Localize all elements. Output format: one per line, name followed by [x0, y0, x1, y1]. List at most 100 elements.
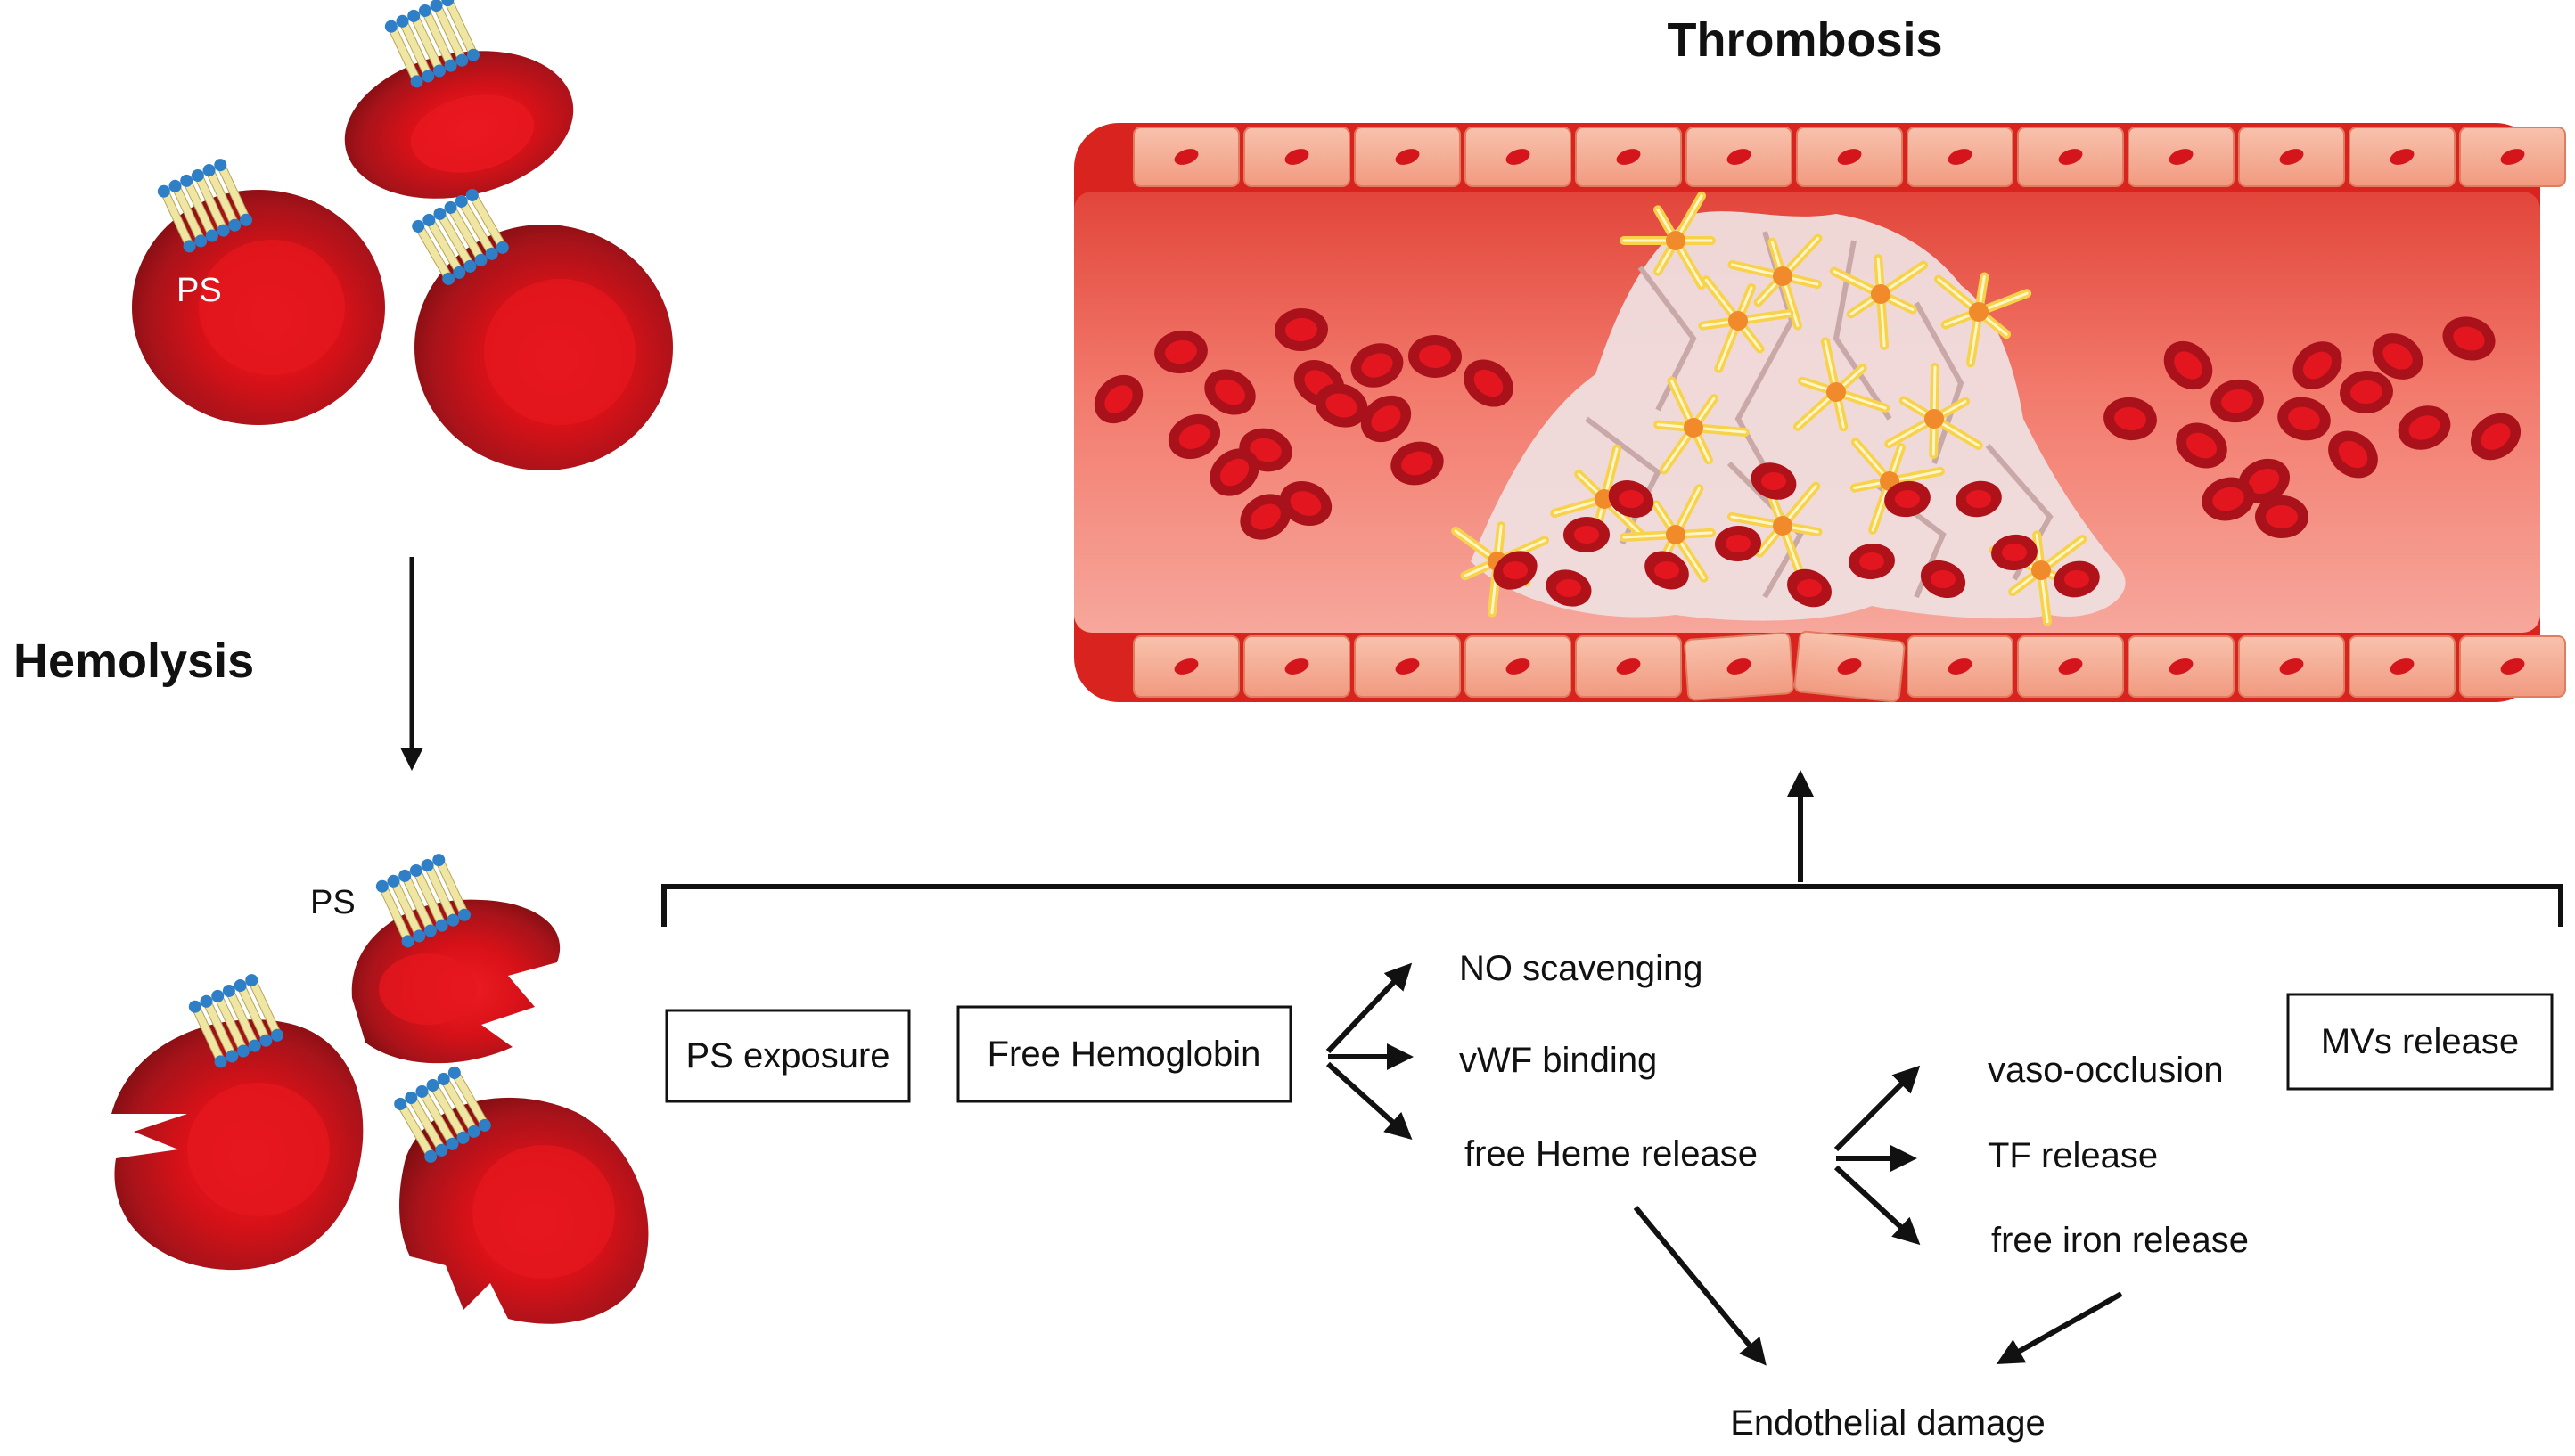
free-iron-release-label: free iron release: [1991, 1221, 2249, 1260]
vessel-rbc: [2398, 405, 2451, 450]
vessel-rbc: [1350, 343, 1404, 388]
activated-platelet: [1933, 272, 2032, 368]
vessel-rbc: [1275, 307, 1328, 352]
vessel-rbc: [1464, 359, 1513, 407]
phospholipid-membrane-icon: [375, 854, 471, 948]
endothelial-cell: [1464, 127, 1571, 187]
phospholipid-membrane-icon: [188, 974, 283, 1068]
activated-platelet: [1620, 484, 1716, 583]
endothelial-cell: [2238, 127, 2345, 187]
trapped-rbc: [1920, 560, 1966, 599]
activated-platelet: [1698, 275, 1794, 373]
hemolysis-title: Hemolysis: [13, 634, 254, 688]
endothelial-cell: [1464, 635, 1571, 698]
vessel-rbc: [2176, 422, 2227, 469]
mvs-release-label: MVs release: [2321, 1022, 2519, 1061]
vessel-rbc: [1279, 480, 1333, 527]
rbc-intact-left: [132, 190, 385, 425]
vessel-rbc: [1154, 330, 1208, 374]
endothelial-cell: [1684, 632, 1794, 701]
rbc-damaged-right: [399, 1097, 649, 1324]
mechanisms-bracket: [661, 884, 2563, 927]
trapped-rbc: [1751, 462, 1797, 500]
vessel-rbc: [1094, 374, 1144, 424]
endothelial-cell: [2017, 127, 2124, 187]
vessel-rbc: [2163, 340, 2213, 390]
endothelial-cell: [2017, 635, 2124, 698]
vwf-binding-label: vWF binding: [1459, 1041, 1657, 1080]
ps-label-top: PS: [176, 272, 222, 309]
no-scavenging-label: NO scavenging: [1459, 949, 1702, 988]
activated-platelet: [1653, 376, 1750, 475]
vessel-rbc: [1360, 395, 1412, 443]
phospholipid-membrane-icon: [157, 159, 252, 253]
endothelial-cell: [2459, 127, 2566, 187]
vessel-rbc: [1168, 413, 1221, 460]
trapped-rbc: [1991, 534, 2038, 571]
rbc-intact-top: [344, 51, 574, 199]
endothelial-cell: [1575, 127, 1682, 187]
free-hemoglobin-label: Free Hemoglobin: [988, 1035, 1261, 1074]
vessel-rbc: [2210, 379, 2264, 423]
endothelial-damage-label: Endothelial damage: [1730, 1403, 2046, 1443]
endothelial-cell: [2349, 127, 2456, 187]
vessel-rbc: [2202, 477, 2255, 521]
endothelial-cell: [1907, 127, 2013, 187]
thrombosis-title: Thrombosis: [1667, 13, 1942, 67]
rbc-intact-right: [414, 225, 673, 470]
vessel-rbc: [2328, 430, 2378, 479]
damaged-rbc-group: [111, 854, 649, 1324]
endothelial-cell: [2349, 635, 2456, 698]
blood-vessel: [1074, 123, 2566, 703]
phospholipid-membrane-icon: [412, 188, 509, 285]
tf-release-label: TF release: [1988, 1136, 2158, 1175]
vessel-rbc: [2255, 495, 2308, 539]
endothelial-cell: [1796, 127, 1903, 187]
endothelial-cell: [2459, 635, 2566, 698]
vessel-rbc: [1210, 448, 1259, 496]
trapped-rbc: [2054, 560, 2100, 598]
vessel-rbc: [2103, 397, 2157, 441]
thrombus-clot: [1451, 191, 2126, 626]
circulating-rbcs: [1094, 307, 2522, 540]
endothelial-cell: [1354, 127, 1461, 187]
endothelial-cell: [2128, 127, 2235, 187]
endothelial-cell: [1243, 127, 1350, 187]
free-hemoglobin-box: [956, 1005, 1292, 1103]
vessel-rbc: [1315, 383, 1368, 428]
vessel-rbc: [2470, 413, 2522, 461]
vessel-rbc: [2372, 333, 2423, 380]
trapped-rbc: [1608, 480, 1654, 518]
hemoglobin-arrows: [1325, 962, 1414, 1141]
free-heme-release-label: free Heme release: [1464, 1134, 1758, 1174]
vessel-rbc: [2277, 397, 2331, 441]
intact-rbc-group: [132, 0, 673, 470]
trapped-rbc: [1546, 569, 1592, 607]
trapped-rbc: [1884, 480, 1931, 518]
endothelial-cell: [1907, 635, 2013, 698]
phospholipid-membrane-icon: [384, 0, 480, 88]
vessel-rbc: [2442, 316, 2496, 361]
rbc-damaged-left: [111, 1019, 364, 1271]
endothelial-cell: [1354, 635, 1461, 698]
endothelial-cell: [1793, 630, 1906, 703]
vessel-rbc: [2340, 370, 2393, 414]
ps-exposure-box: [665, 1009, 911, 1103]
mvs-release-box: [2286, 993, 2554, 1091]
vessel-rbc: [1240, 494, 1292, 540]
vessel-rbc: [1390, 441, 1444, 486]
ps-label-bottom: PS: [310, 884, 356, 921]
trapped-rbc: [1849, 543, 1895, 580]
phospholipid-membrane-icon: [394, 1066, 491, 1163]
vaso-occlusion-label: vaso-occlusion: [1988, 1051, 2224, 1090]
trapped-rbc: [1563, 516, 1610, 553]
activated-platelet: [1726, 481, 1823, 579]
ps-exposure-label: PS exposure: [685, 1036, 890, 1076]
vessel-rbc: [1204, 369, 1256, 415]
activated-platelet: [1829, 254, 1929, 350]
endothelial-cell: [2128, 635, 2235, 698]
trapped-rbc: [1787, 568, 1832, 608]
activated-platelet: [1792, 337, 1890, 432]
activated-platelet: [1727, 233, 1823, 331]
